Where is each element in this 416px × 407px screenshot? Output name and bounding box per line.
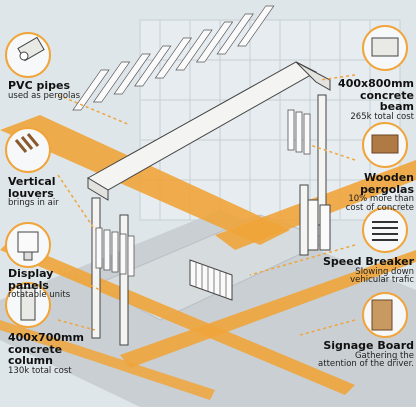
callout-title: Wooden pergolas	[360, 171, 414, 196]
callout-speed-breaker: Speed Breaker Slowing down vehicular tra…	[318, 256, 414, 285]
concrete-beam-side	[295, 61, 331, 91]
thumb-vertical-louvers	[5, 127, 51, 173]
thumb-pvc-pipes	[5, 32, 51, 78]
thumb-wooden-pergolas	[362, 122, 408, 168]
callout-subtitle: rotatable units	[8, 290, 71, 301]
callout-concrete-column: 400x700mm concrete column 130k total cos…	[8, 332, 98, 376]
concrete-beam-frame-front	[87, 177, 109, 201]
pergola-slats	[72, 5, 275, 111]
callout-subtitle: Gathering the attention of the driver.	[318, 350, 414, 370]
callout-subtitle: 10% more than cost of concrete	[345, 194, 414, 214]
callout-subtitle: Slowing down vehicular trafic	[350, 266, 414, 286]
callout-title: Signage Board	[323, 339, 414, 352]
callout-concrete-beam: 400x800mm concrete beam 265k total cost	[322, 78, 414, 122]
callout-subtitle: 265k total cost	[350, 111, 414, 122]
callout-subtitle: 130k total cost	[8, 365, 72, 376]
orange-band-lower	[120, 250, 416, 368]
callout-title: Display panels	[8, 267, 54, 292]
thumb-signage-board	[362, 292, 408, 338]
callout-vertical-louvers: Vertical louvers brings in air	[8, 176, 98, 208]
orange-band-upper	[0, 115, 290, 245]
signage-panel	[307, 199, 319, 251]
display-panel-gate	[189, 259, 233, 301]
thumb-display-panels	[5, 222, 51, 268]
callout-display-panels: Display panels rotatable units	[8, 268, 88, 300]
callout-signage-board: Signage Board Gathering the attention of…	[318, 340, 414, 369]
callout-title: 400x800mm concrete beam	[338, 77, 414, 114]
callout-subtitle: used as pergolas	[8, 90, 81, 101]
thumb-speed-breaker	[362, 207, 408, 253]
callout-subtitle: brings in air	[8, 198, 59, 209]
callout-title: PVC pipes	[8, 79, 71, 92]
leader-lines	[57, 74, 356, 336]
callout-title: Vertical louvers	[8, 175, 56, 200]
callout-title: Speed Breaker	[322, 255, 414, 268]
orange-band-bottom	[0, 320, 215, 400]
signage-panel-2	[319, 204, 331, 251]
thumb-concrete-beam	[362, 25, 408, 71]
vertical-louvers	[95, 109, 311, 277]
callout-title: 400x700mm concrete column	[8, 331, 84, 368]
callout-pvc-pipes: PVC pipes used as pergolas	[8, 80, 98, 100]
callout-wooden-pergolas: Wooden pergolas 10% more than cost of co…	[330, 172, 414, 213]
thumb-concrete-column	[5, 282, 51, 328]
orange-band-middle	[0, 240, 355, 395]
